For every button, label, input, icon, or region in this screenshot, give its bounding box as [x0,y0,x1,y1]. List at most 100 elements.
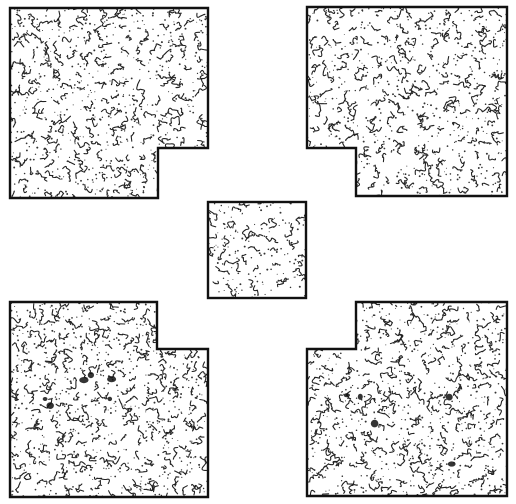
stipple-dot [265,294,266,295]
stipple-dot [495,392,497,394]
stipple-dot [66,470,68,472]
squiggle-mark [179,446,185,449]
stipple-dot [489,376,491,378]
stipple-dot [394,374,395,375]
stipple-dot [96,374,97,375]
stipple-dot [371,338,372,339]
stipple-dot [399,371,400,372]
squiggle-mark [142,397,149,405]
stipple-dot [100,149,102,151]
stipple-dot [433,477,434,478]
stipple-dot [421,453,423,455]
squiggle-mark [180,156,188,167]
stipple-dot [251,257,252,258]
stipple-dot [195,34,197,36]
stipple-dot [373,183,375,185]
squiggle-mark [55,432,65,446]
stipple-dot [70,382,72,384]
stipple-dot [324,476,326,478]
stipple-dot [161,69,163,71]
stipple-dot [289,261,291,263]
stipple-dot [178,319,180,321]
stipple-dot [494,100,495,101]
squiggle-mark [489,10,501,16]
stipple-dot [484,72,486,74]
stipple-dot [390,126,392,128]
stipple-dot [471,35,473,37]
squiggle-mark [161,155,170,166]
stipple-dot [14,183,15,184]
squiggle-mark [223,236,229,247]
squiggle-mark [320,90,331,97]
stipple-dot [484,319,485,320]
stipple-dot [363,385,365,387]
squiggle-mark [200,165,211,174]
stipple-dot [491,124,493,126]
stipple-dot [201,73,203,75]
stipple-dot [429,484,430,485]
stipple-dot [51,330,53,332]
stipple-dot [432,429,434,431]
stipple-dot [141,476,142,477]
stipple-dot [154,402,156,404]
stipple-dot [35,489,37,491]
stipple-dot [124,308,126,310]
stipple-dot [147,104,148,105]
stipple-dot [148,71,150,73]
stipple-dot [501,153,502,154]
stipple-dot [420,119,421,120]
stipple-dot [394,368,396,370]
stipple-dot [329,71,330,72]
squiggle-mark [29,452,35,464]
stipple-dot [410,345,411,346]
stipple-dot [377,42,379,44]
squiggle-mark [249,280,253,288]
stipple-dot [22,77,24,79]
stipple-dot [64,328,66,330]
squiggle-mark [162,194,167,202]
stipple-dot [115,366,117,368]
stipple-dot [158,421,160,423]
stipple-dot [491,472,492,473]
stipple-dot [146,38,148,40]
stipple-dot [75,411,76,412]
stipple-dot [410,375,411,376]
stipple-dot [350,109,352,111]
stipple-dot [496,137,498,139]
stipple-dot [199,118,200,119]
stipple-dot [126,388,127,389]
stipple-dot [102,172,103,173]
stipple-dot [383,319,384,320]
stipple-dot [17,14,18,15]
squiggle-mark [417,444,421,453]
stipple-dot [237,232,238,233]
stipple-dot [140,435,141,436]
squiggle-mark [380,373,396,379]
stipple-dot [180,141,182,143]
stipple-dot [345,400,346,401]
stipple-dot [17,12,18,13]
stipple-dot [327,395,328,396]
stipple-dot [86,455,88,457]
stipple-dot [395,308,396,309]
stipple-dot [495,409,496,410]
stipple-dot [481,40,482,41]
squiggle-mark [86,333,92,343]
squiggle-mark [298,262,302,266]
ink-blot [47,402,54,409]
stipple-dot [494,90,496,92]
stipple-dot [481,435,483,437]
stipple-dot [31,391,33,393]
stipple-dot [68,133,69,134]
squiggle-mark [413,84,421,90]
squiggle-mark [476,438,485,443]
squiggle-mark [184,66,191,70]
stipple-dot [324,163,325,164]
stipple-dot [390,404,392,406]
stipple-dot [399,351,400,352]
stipple-dot [325,470,326,471]
stipple-dot [144,40,146,42]
stipple-dot [500,424,501,425]
stipple-dot [66,109,68,111]
ink-blot [358,394,363,400]
